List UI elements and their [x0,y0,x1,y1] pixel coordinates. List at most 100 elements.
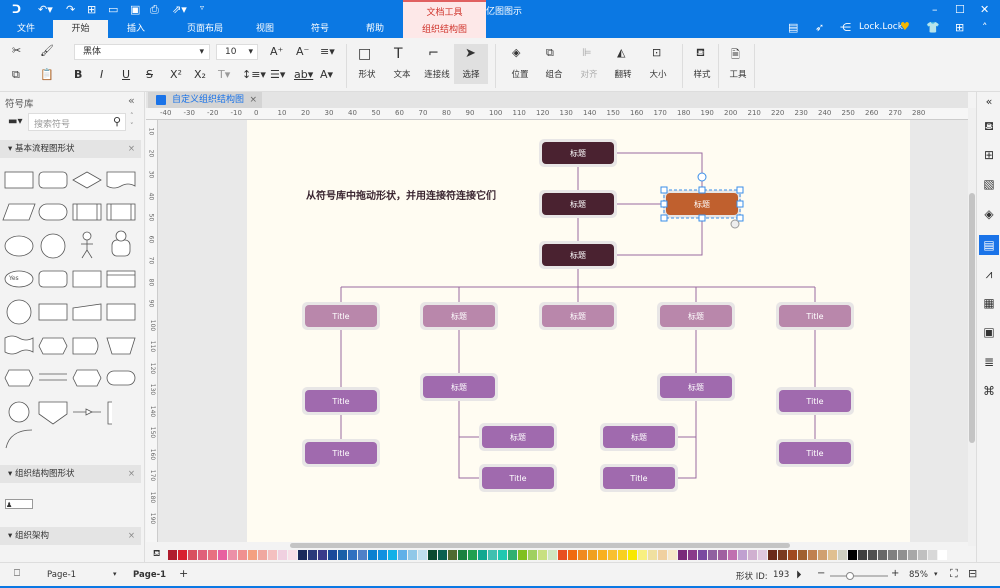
position-icon[interactable]: ◈ [512,46,521,59]
menu-home[interactable]: 开始 [53,20,108,38]
org-node[interactable]: 标题 [657,302,735,330]
color-swatch[interactable] [708,550,717,560]
color-swatch[interactable] [588,550,597,560]
org-node[interactable]: 标题 [420,302,498,330]
comment-icon[interactable]: ▤ [788,21,799,34]
color-swatch[interactable] [888,550,897,560]
org-node[interactable]: Title [479,464,557,492]
layers-icon[interactable]: ◈ [984,207,994,221]
table-icon[interactable]: ▦ [983,296,995,310]
group-icon[interactable]: ⧉ [546,46,554,59]
cut-icon[interactable]: ✂ [12,44,22,57]
page-select[interactable]: Page-1 [47,570,77,580]
menu-symbol[interactable]: 符号 [310,24,329,34]
org-node[interactable]: 标题 [539,241,617,269]
color-swatch[interactable] [678,550,687,560]
superscript-icon[interactable]: X² [170,68,182,81]
image-icon[interactable]: ▧ [983,177,995,191]
increase-font-icon[interactable]: A⁺ [270,45,284,58]
text-icon[interactable]: T [394,46,403,62]
color-swatch[interactable] [598,550,607,560]
play-icon[interactable]: ⏵ [796,568,802,581]
text-button[interactable]: 文本 [393,70,411,80]
color-swatch[interactable] [528,550,537,560]
shape-icon[interactable]: □ [358,46,372,62]
color-swatch[interactable] [448,550,457,560]
open-icon[interactable]: ▭ [108,3,119,16]
menu-help[interactable]: 帮助 [365,24,384,34]
color-swatch[interactable] [918,550,927,560]
color-swatch[interactable] [558,550,567,560]
library-menu-icon[interactable]: ▬▾ [8,116,23,127]
color-swatch[interactable] [658,550,667,560]
color-swatch[interactable] [478,550,487,560]
tools-button[interactable]: 工具 [729,70,747,80]
color-swatch[interactable] [438,550,447,560]
expand-panel-icon[interactable]: « [985,95,993,108]
color-swatch[interactable] [198,550,207,560]
color-swatch[interactable] [878,550,887,560]
paste-icon[interactable]: 📋 [40,68,54,81]
minimize-button[interactable]: – [932,3,938,16]
color-swatch[interactable] [648,550,657,560]
color-swatch[interactable] [938,550,947,560]
color-swatch[interactable] [868,550,877,560]
color-swatch[interactable] [718,550,727,560]
color-swatch[interactable] [538,550,547,560]
color-swatch[interactable] [248,550,257,560]
page-dropdown-icon[interactable]: ▾ [113,570,117,578]
color-swatch[interactable] [218,550,227,560]
color-swatch[interactable] [488,550,497,560]
color-swatch[interactable] [688,550,697,560]
color-swatch[interactable] [748,550,757,560]
color-swatch[interactable] [348,550,357,560]
color-swatch[interactable] [618,550,627,560]
color-swatch[interactable] [318,550,327,560]
flip-icon[interactable]: ◭ [617,46,626,59]
close-button[interactable]: ✕ [980,3,990,16]
org-node[interactable]: 标题 [479,423,557,451]
color-swatch[interactable] [908,550,917,560]
color-swatch[interactable] [728,550,737,560]
color-swatch[interactable] [258,550,267,560]
subscript-icon[interactable]: X₂ [194,68,206,81]
color-swatch[interactable] [338,550,347,560]
undo-icon[interactable]: ↶▾ [38,3,53,16]
underline-icon[interactable]: U [122,68,131,81]
search-symbol-input[interactable]: 搜索符号 ⚲ [28,113,126,131]
color-swatch[interactable] [628,550,637,560]
list-icon[interactable]: ☰▾ [270,68,286,81]
data-icon[interactable]: ▣ [983,325,995,339]
color-swatch[interactable] [268,550,277,560]
zoom-slider[interactable] [830,572,888,580]
bold-icon[interactable]: B [74,68,83,81]
color-swatch[interactable] [698,550,707,560]
color-swatch[interactable] [408,550,417,560]
org-node[interactable]: 标题 [420,373,498,401]
color-swatch[interactable] [368,550,377,560]
font-size-select[interactable]: 10▾ [216,44,258,60]
color-swatch[interactable] [758,550,767,560]
section-org-chart-shapes[interactable]: ▾ 组织结构图形状× [0,465,141,483]
color-swatch[interactable] [288,550,297,560]
collapse-ribbon-icon[interactable]: ˄ [982,21,988,34]
color-swatch[interactable] [818,550,827,560]
position-button[interactable]: 位置 [511,70,529,80]
org-node[interactable]: Title [776,302,854,330]
color-swatch[interactable] [468,550,477,560]
italic-icon[interactable]: I [100,68,104,81]
page-tab[interactable]: Page-1 [133,570,167,580]
align-button[interactable]: 对齐 [580,70,598,80]
drawing-page[interactable] [247,120,910,542]
color-swatch[interactable] [838,550,847,560]
search-icon[interactable]: ⚲ [112,115,121,128]
color-swatch[interactable] [738,550,747,560]
add-page-icon[interactable]: + [179,567,189,580]
font-family-select[interactable]: 黑体▾ [74,44,210,60]
close-section-icon[interactable]: × [127,469,135,479]
color-swatch[interactable] [208,550,217,560]
zoom-dropdown-icon[interactable]: ▾ [934,570,938,578]
share-icon[interactable]: ⋲ [840,21,851,34]
org-node[interactable]: Title [302,387,380,415]
color-swatch[interactable] [308,550,317,560]
